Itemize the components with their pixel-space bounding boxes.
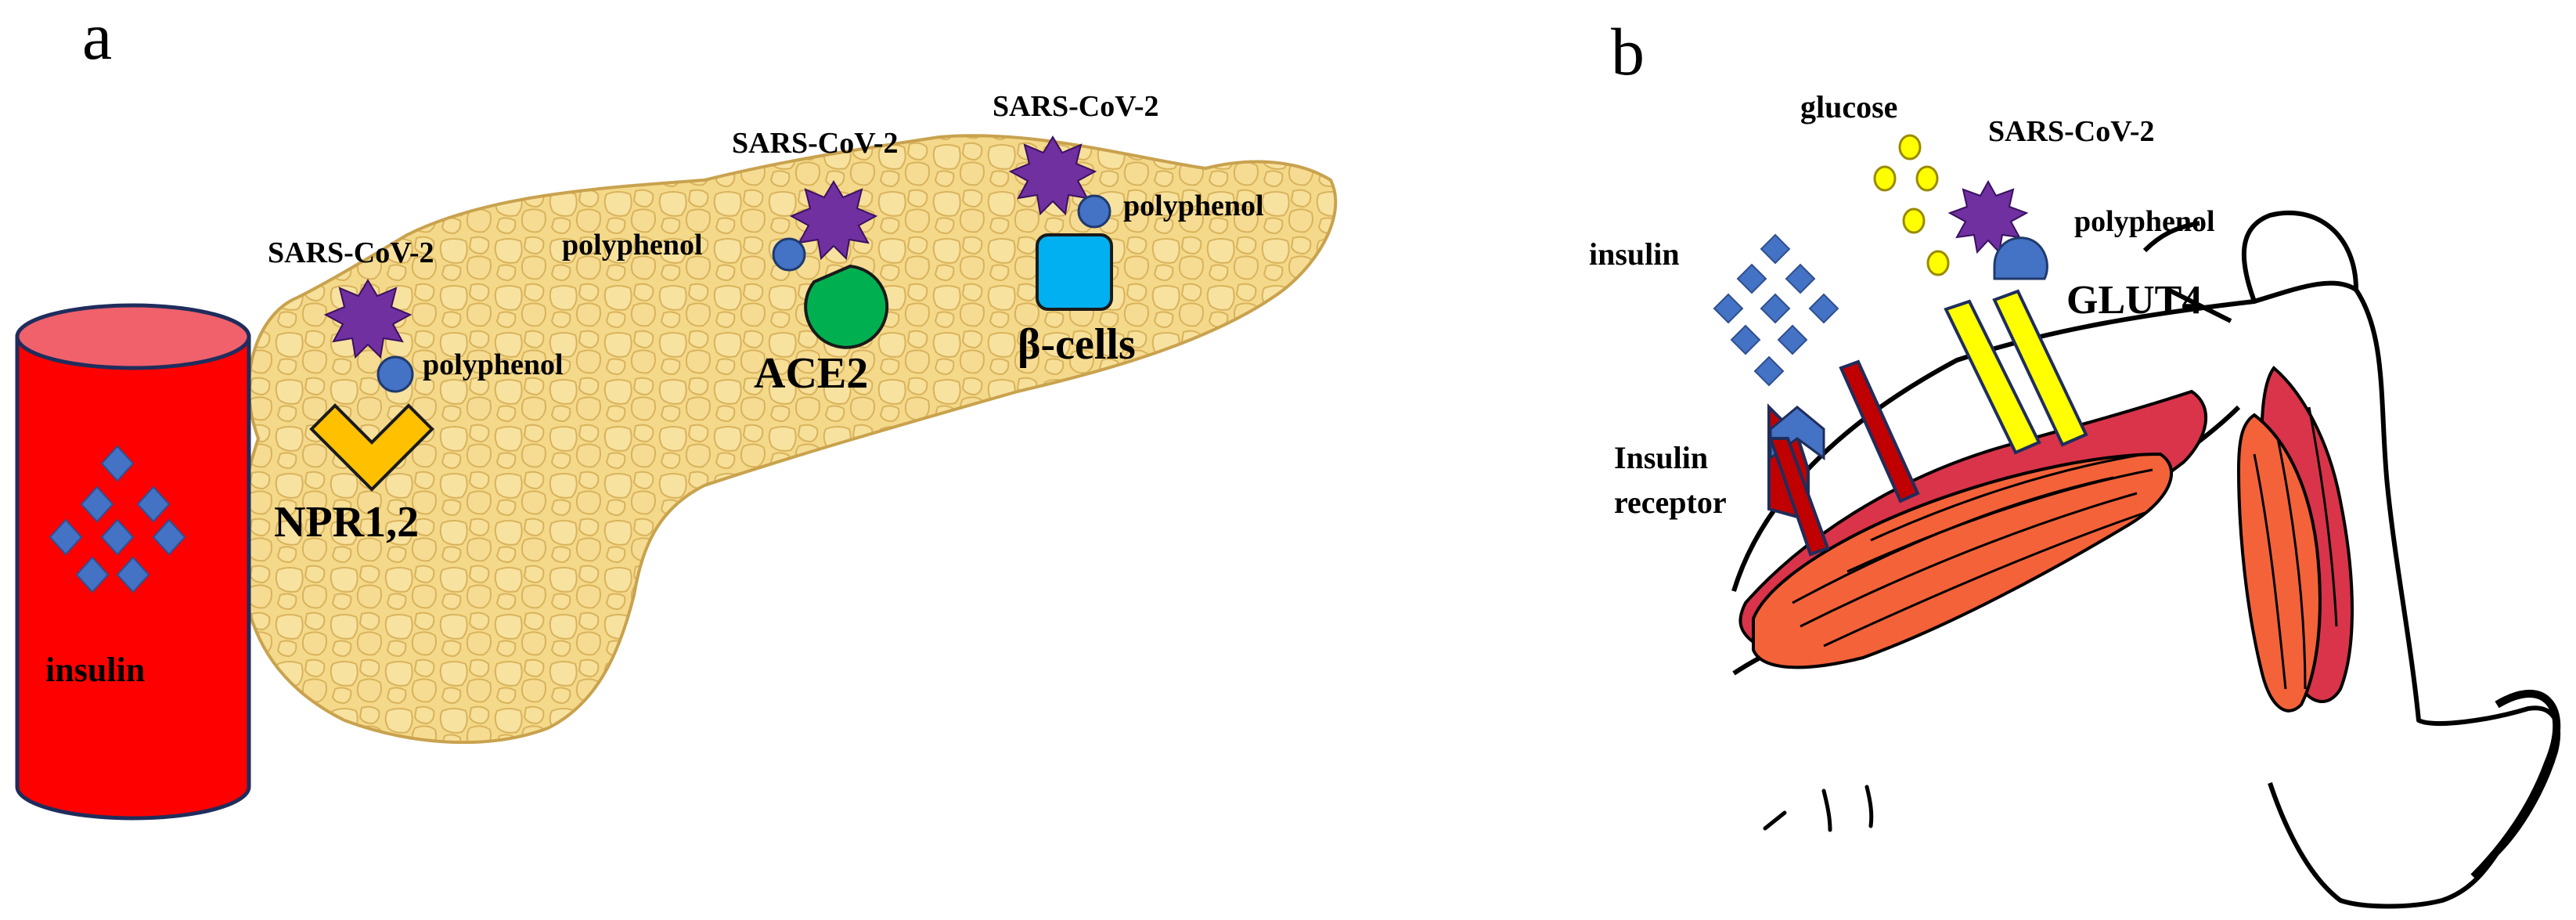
polyphenol-b	[1993, 236, 2048, 280]
insulin-container-label: insulin	[45, 651, 145, 689]
panel-a-letter: a	[82, 0, 112, 74]
polyphenol-ace2	[772, 237, 806, 272]
polyphenol-label-npr: polyphenol	[423, 348, 564, 381]
virus-label-npr: SARS-CoV-2	[268, 236, 434, 269]
insulin-diamonds	[49, 445, 186, 593]
panel-b-letter: b	[1611, 14, 1645, 89]
beta-cell	[1036, 233, 1113, 311]
sars-cov-2-virus-beta	[1008, 135, 1097, 216]
sars-cov-2-virus-b	[1947, 179, 2029, 254]
insulin-receptor-label-line2: receptor	[1614, 485, 1727, 520]
polyphenol-label-b: polyphenol	[2074, 205, 2215, 238]
foot-outline	[2470, 689, 2561, 880]
polyphenol-label-ace2: polyphenol	[562, 229, 703, 262]
polyphenol-npr	[376, 355, 414, 393]
insulin-receptor	[1767, 359, 1920, 557]
glucose-molecules	[1873, 134, 1950, 276]
glut4-label: GLUT4	[2066, 278, 2202, 323]
sars-cov-2-virus-ace2	[789, 180, 878, 261]
npr-receptor	[309, 403, 434, 492]
sars-cov-2-virus-npr	[323, 279, 413, 359]
polyphenol-label-beta: polyphenol	[1123, 189, 1264, 222]
panel-a: a insulin SARS-CoV-2 SARS-CoV-2 SARS-	[15, 0, 1338, 821]
npr-label: NPR1,2	[274, 498, 419, 547]
virus-label-ace2: SARS-CoV-2	[732, 127, 899, 160]
glucose-label: glucose	[1800, 89, 1897, 124]
insulin-receptor-label-line1: Insulin	[1614, 440, 1708, 475]
calf-muscle	[2236, 366, 2354, 713]
polyphenol-beta	[1077, 194, 1111, 229]
thigh-muscle	[1738, 389, 2207, 669]
insulin-container: insulin	[15, 303, 251, 821]
ace2-label: ACE2	[754, 349, 868, 398]
virus-label-b: SARS-CoV-2	[1988, 115, 2155, 148]
insulin-molecules-b	[1713, 233, 1839, 387]
motion-marks	[1763, 785, 1874, 832]
virus-label-beta: SARS-CoV-2	[993, 90, 1159, 123]
ace2-receptor	[804, 264, 889, 349]
beta-cells-label: β-cells	[1018, 320, 1136, 369]
insulin-label-b: insulin	[1589, 236, 1680, 272]
glut4-transporter	[1944, 289, 2088, 455]
panel-b: b	[1589, 14, 2561, 909]
